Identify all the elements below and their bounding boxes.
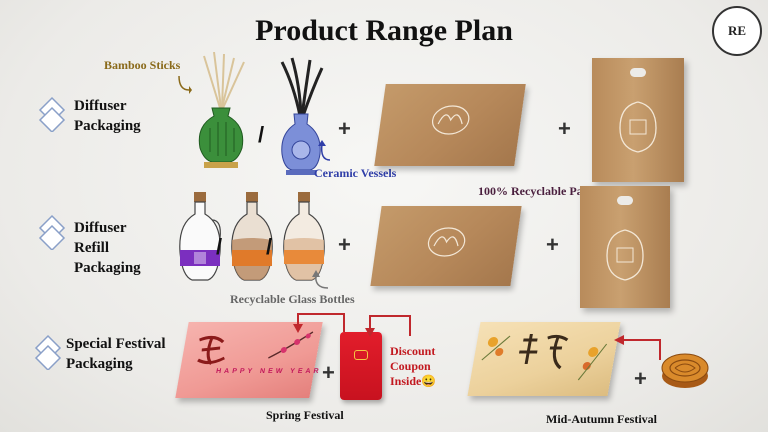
- bag-logo-emblem: [619, 101, 657, 153]
- happy-new-year-text: HAPPY NEW YEAR: [215, 368, 323, 375]
- bag-logo-emblem: [606, 229, 644, 281]
- plus-sign: +: [322, 360, 335, 385]
- row-label-line: Special Festival: [66, 336, 166, 352]
- coupon-label-line: Discount: [390, 344, 436, 358]
- flower-icon: [577, 343, 608, 381]
- plus-sign: +: [546, 232, 559, 257]
- bamboo-sticks-label: Bamboo Sticks: [104, 58, 181, 72]
- kraft-shopping-bag: [580, 186, 670, 308]
- curved-arrow-icon: [312, 270, 329, 289]
- row-label-special-festival-packaging: Special Festival Packaging: [66, 334, 166, 374]
- plus-sign: +: [558, 116, 571, 141]
- bag-handle-hole: [630, 68, 646, 77]
- red-arrow-icon: [365, 315, 411, 337]
- spring-festival-label: Spring Festival: [266, 408, 344, 422]
- glass-refill-bottle: [179, 192, 221, 281]
- row-label-line: Refill: [74, 240, 109, 256]
- calligraphy-icon: [518, 334, 569, 370]
- page-title: Product Range Plan: [255, 14, 513, 47]
- mid-autumn-festival-label: Mid-Autumn Festival: [546, 412, 657, 426]
- coupon-label-line: Inside😀: [390, 374, 437, 388]
- red-envelope: [340, 332, 382, 400]
- ceramic-diffuser-vessel: [280, 57, 324, 175]
- coupon-label-line: Coupon: [390, 359, 431, 373]
- separator-slash: /: [266, 234, 273, 259]
- bag-handle-hole: [617, 196, 633, 205]
- green-diffuser-vase: [198, 52, 245, 168]
- diamond-bullet-icon: [34, 334, 62, 370]
- mooncake-icon: [661, 353, 709, 388]
- glass-refill-bottle: [283, 192, 325, 281]
- row-label-line: Packaging: [66, 356, 133, 372]
- box-logo-emblem: [431, 105, 470, 135]
- kraft-gift-box: [370, 206, 522, 286]
- row-label-diffuser-refill-packaging: Diffuser Refill Packaging: [74, 218, 141, 278]
- row-label-line: Diffuser: [74, 98, 127, 114]
- glass-bottles-label: Recyclable Glass Bottles: [230, 292, 355, 306]
- row-label-line: Packaging: [74, 260, 141, 276]
- coupon-label: Discount Coupon Inside😀: [390, 344, 436, 389]
- separator-slash: /: [258, 122, 265, 147]
- row-label-line: Packaging: [74, 118, 141, 134]
- mid-autumn-festival-box: [467, 322, 621, 396]
- blossom-branch-icon: [268, 331, 314, 359]
- curved-arrow-icon: [318, 140, 331, 161]
- flower-icon: [481, 335, 511, 361]
- red-arrow-icon: [293, 313, 345, 333]
- plus-sign: +: [338, 116, 351, 141]
- row-label-diffuser-packaging: Diffuser Packaging: [74, 96, 141, 136]
- kraft-shopping-bag: [592, 58, 684, 182]
- plus-sign: +: [634, 366, 647, 391]
- red-arrow-icon: [614, 335, 661, 360]
- logo-text: RE: [727, 23, 747, 38]
- calligraphy-icon: [197, 335, 225, 366]
- envelope-clasp-icon: [354, 350, 368, 360]
- ceramic-vessels-label: Ceramic Vessels: [314, 166, 397, 180]
- glass-refill-bottle: [231, 192, 273, 281]
- plus-sign: +: [338, 232, 351, 257]
- curved-arrow-icon: [178, 75, 192, 94]
- spring-festival-box: HAPPY NEW YEAR: [175, 322, 323, 398]
- brand-logo: RE: [712, 6, 762, 56]
- separator-slash: /: [216, 234, 223, 259]
- kraft-gift-box: [374, 84, 526, 166]
- diamond-bullet-icon: [38, 96, 66, 132]
- diamond-bullet-icon: [38, 214, 66, 250]
- box-logo-emblem: [427, 227, 466, 257]
- row-label-line: Diffuser: [74, 220, 127, 236]
